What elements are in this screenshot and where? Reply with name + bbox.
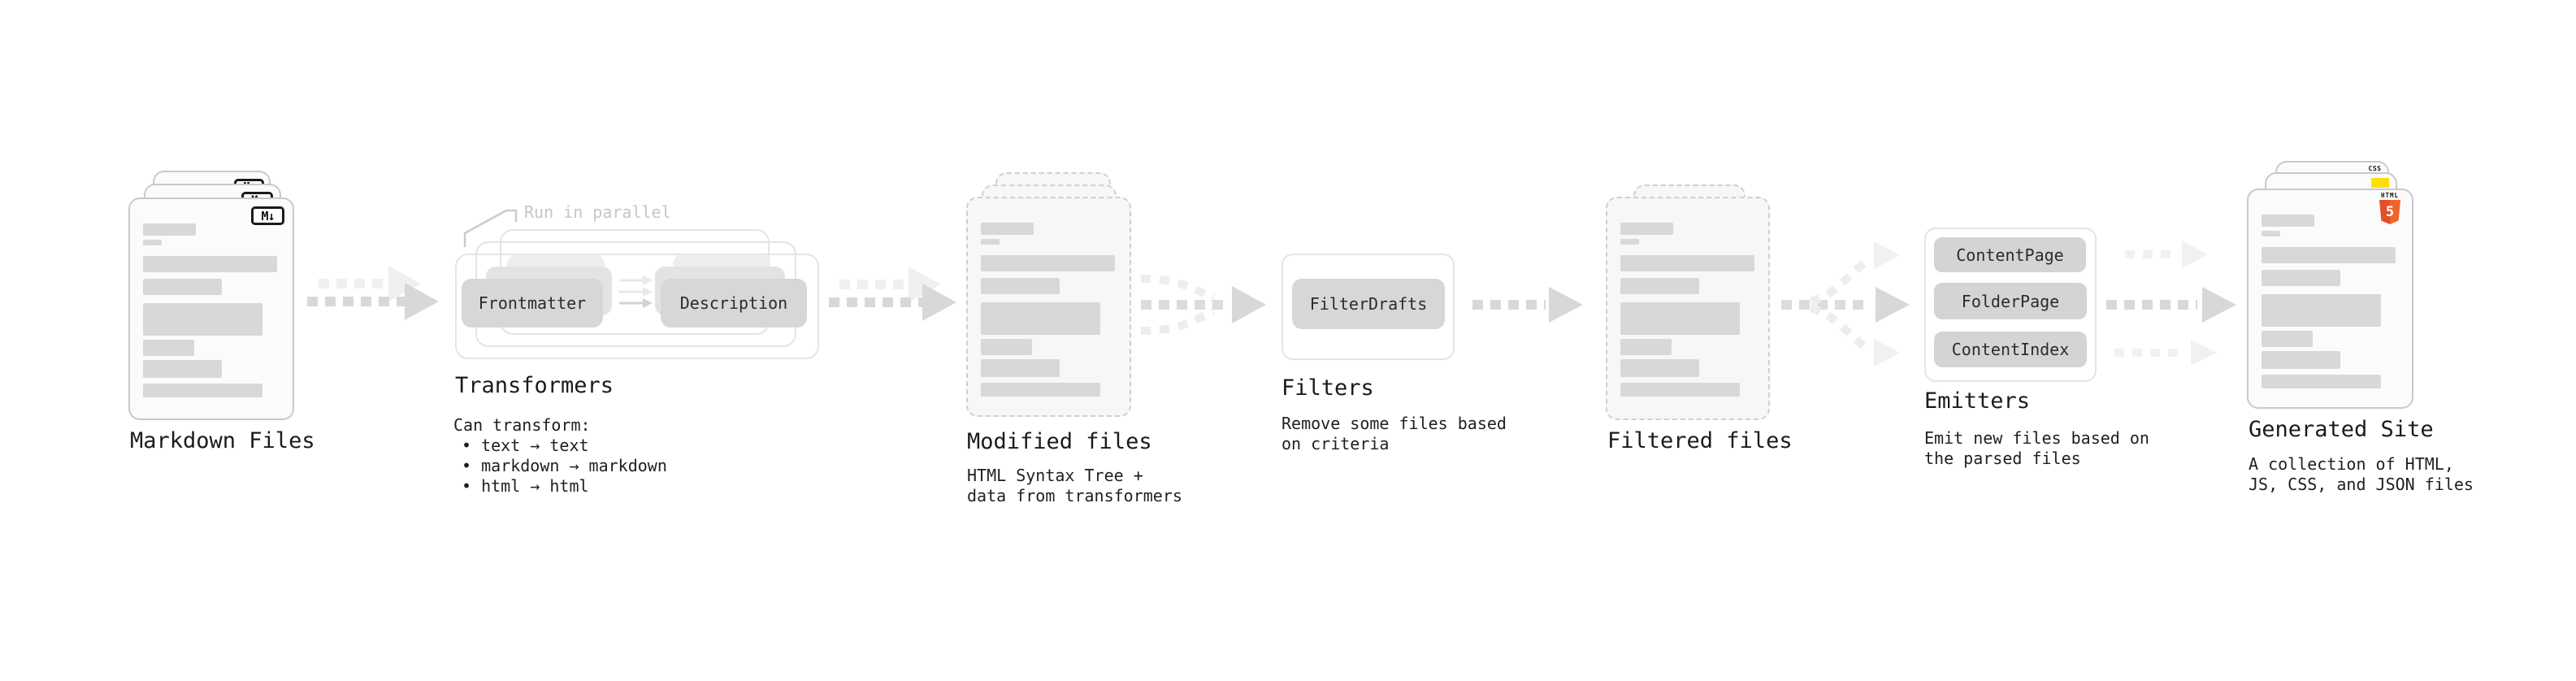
placeholder-bar	[981, 302, 1100, 335]
stage-markdown-files: M↓ M↓ M↓	[127, 171, 322, 423]
contentpage-node-label: ContentPage	[1956, 245, 2064, 265]
js-file-icon	[2371, 178, 2389, 188]
doc-placeholder-text-bars	[981, 223, 1115, 397]
placeholder-bar	[143, 303, 262, 336]
placeholder-bar	[143, 384, 262, 397]
html5-icon-word: HTML	[2380, 192, 2400, 199]
placeholder-bar	[981, 278, 1060, 294]
arrowhead-icon	[1232, 286, 1266, 323]
placeholder-bar	[1620, 302, 1740, 335]
placeholder-bar	[981, 223, 1034, 235]
placeholder-bar	[1620, 383, 1740, 397]
placeholder-bar	[2262, 294, 2381, 327]
contentpage-node: ContentPage	[1934, 237, 2086, 272]
placeholder-bar	[1620, 278, 1699, 294]
description-node-label: Description	[679, 293, 788, 313]
generated-site-description: A collection of HTML, JS, CSS, and JSON …	[2249, 454, 2474, 494]
arrow-markdown-to-transformers	[307, 266, 439, 320]
emitters-label: Emitters	[1924, 388, 2031, 414]
placeholder-bar	[2262, 231, 2280, 236]
frontmatter-node-label: Frontmatter	[478, 293, 587, 313]
filters-label: Filters	[1281, 375, 1374, 401]
placeholder-bar	[2262, 270, 2340, 286]
placeholder-bar	[981, 339, 1032, 355]
arrowhead-icon	[2202, 287, 2236, 323]
markdown-doc-front: M↓	[128, 197, 294, 420]
placeholder-bar	[143, 240, 162, 245]
placeholder-bar	[1620, 239, 1639, 245]
arrow-filters-to-filtered	[1472, 287, 1583, 323]
css-icon-word: CSS	[2368, 165, 2382, 172]
folderpage-node: FolderPage	[1934, 283, 2087, 319]
filters-description: Remove some files based on criteria	[1281, 414, 1507, 453]
placeholder-bar	[2262, 351, 2340, 369]
filterdrafts-node: FilterDrafts	[1292, 279, 1445, 329]
arrow-modified-to-filters	[1140, 275, 1266, 335]
site-doc-html: HTML 5	[2247, 189, 2413, 409]
placeholder-bar	[1620, 223, 1673, 235]
markdown-files-label: Markdown Files	[130, 428, 315, 453]
arrowhead-icon	[1876, 287, 1910, 323]
placeholder-bar	[143, 340, 194, 356]
arrowhead-icon	[909, 267, 941, 302]
arrowhead-icon	[405, 283, 439, 320]
stage-filtered-files	[1606, 184, 1776, 424]
arrow-filtered-to-emitters	[1781, 241, 1910, 367]
placeholder-bar	[143, 256, 277, 272]
arrowhead-icon	[1874, 339, 1900, 367]
markdown-icon: M↓	[251, 206, 284, 225]
arrowhead-icon	[1874, 241, 1900, 269]
placeholder-bar	[143, 360, 222, 378]
placeholder-bar	[2262, 247, 2396, 263]
placeholder-bar	[2262, 375, 2381, 388]
transform-item: • markdown → markdown	[462, 456, 667, 475]
placeholder-bar	[1620, 255, 1754, 271]
placeholder-bar	[981, 255, 1115, 271]
html5-icon-shield: 5	[2379, 200, 2400, 224]
transform-item: • html → html	[462, 476, 589, 496]
transformers-container-front	[455, 254, 819, 359]
stage-generated-site: CSS HTML 5	[2247, 161, 2422, 413]
contentindex-node: ContentIndex	[1934, 332, 2087, 367]
modified-files-label: Modified files	[967, 429, 1152, 454]
filterdrafts-node-label: FilterDrafts	[1309, 294, 1428, 314]
can-transform-title: Can transform:	[453, 415, 591, 435]
placeholder-bar	[2262, 331, 2313, 347]
placeholder-bar	[1620, 359, 1699, 377]
arrowhead-icon	[1549, 287, 1583, 323]
modified-files-description: HTML Syntax Tree + data from transformer…	[967, 466, 1182, 505]
placeholder-bar	[981, 383, 1100, 397]
arrowhead-icon	[2191, 340, 2217, 366]
arrowhead-icon	[388, 266, 421, 301]
arrowhead-icon	[922, 284, 956, 321]
folderpage-node-label: FolderPage	[1961, 291, 2060, 311]
placeholder-bar	[981, 359, 1060, 377]
description-node: Description	[661, 279, 807, 327]
contentindex-node-label: ContentIndex	[1951, 340, 2070, 359]
html5-icon-number: 5	[2385, 204, 2395, 220]
placeholder-bar	[143, 279, 222, 295]
arrow-emitters-to-site	[2106, 241, 2236, 366]
placeholder-bar	[1620, 339, 1672, 355]
transformers-description: Can transform: • text → text • markdown …	[453, 414, 667, 497]
placeholder-bar	[143, 223, 196, 236]
doc-placeholder-text-bars	[2262, 215, 2396, 388]
html5-icon: HTML 5	[2378, 192, 2402, 224]
doc-placeholder-text-bars	[143, 223, 277, 397]
placeholder-bar	[2262, 215, 2314, 227]
doc-placeholder-text-bars	[1620, 223, 1754, 397]
placeholder-bar	[981, 239, 1000, 245]
transform-item: • text → text	[462, 436, 589, 455]
run-in-parallel-note: Run in parallel	[524, 202, 671, 222]
stage-modified-files	[966, 160, 1137, 420]
modified-doc-front	[966, 197, 1131, 417]
arrow-transformers-to-modified	[829, 267, 956, 321]
emitters-description: Emit new files based on the parsed files	[1924, 428, 2149, 468]
frontmatter-node: Frontmatter	[462, 279, 603, 327]
generated-site-label: Generated Site	[2249, 417, 2434, 442]
transformers-label: Transformers	[455, 373, 614, 398]
filtered-files-label: Filtered files	[1607, 428, 1793, 453]
arrowhead-icon	[2182, 241, 2208, 268]
filtered-doc-front	[1606, 197, 1770, 420]
